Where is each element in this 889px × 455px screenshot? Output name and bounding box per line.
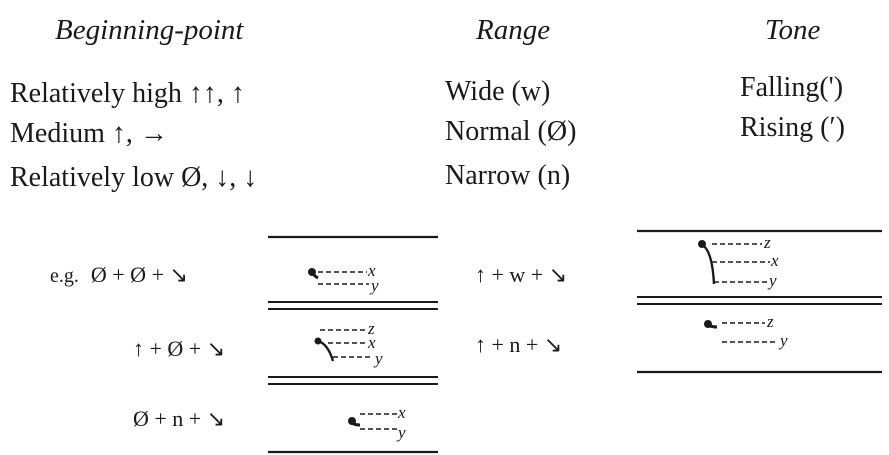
label-z: z <box>763 233 771 252</box>
label-y: y <box>373 349 383 368</box>
label-y: y <box>369 276 379 295</box>
example-formula-4: ↑ + w + ↘ <box>475 262 568 287</box>
pitch-contour <box>317 339 335 362</box>
contour-start-dot <box>348 417 356 425</box>
contour-start-dot <box>308 268 316 276</box>
beginning-point-medium: Medium ↑, → <box>10 118 168 149</box>
example-formula-3: Ø + n + ↘ <box>133 406 226 431</box>
header-range: Range <box>476 14 551 46</box>
label-y: y <box>778 331 788 350</box>
label-y: y <box>396 423 406 442</box>
label-z: z <box>766 312 774 331</box>
header-tone: Tone <box>765 14 821 46</box>
contour-start-dot <box>698 240 706 248</box>
label-x: x <box>367 261 376 280</box>
label-z: z <box>367 319 375 338</box>
contour-start-dot <box>314 337 322 345</box>
range-narrow: Narrow (n) <box>445 160 571 191</box>
example-formula-5: ↑ + n + ↘ <box>475 332 563 357</box>
header-beginning-point: Beginning-point <box>55 14 244 46</box>
formula-text: Ø + Ø + ↘ <box>90 262 188 287</box>
label-x: x <box>770 251 779 270</box>
eg-label: e.g. <box>50 265 79 287</box>
range-wide: Wide (w) <box>445 76 551 107</box>
range-normal: Normal (Ø) <box>445 116 577 147</box>
example-formula-1: e.g. Ø + Ø + ↘ <box>50 262 188 288</box>
label-x: x <box>397 403 406 422</box>
contour-start-dot <box>704 320 712 328</box>
tone-falling: Falling(') <box>740 72 844 103</box>
label-x: x <box>367 333 376 352</box>
beginning-point-high: Relatively high ↑↑, ↑ <box>10 78 245 109</box>
pitch-contour <box>699 242 716 285</box>
example-formula-2: ↑ + Ø + ↘ <box>133 336 226 361</box>
beginning-point-low: Relatively low Ø, ↓, ↓ <box>10 162 258 193</box>
label-y: y <box>767 271 777 290</box>
tone-rising: Rising (′) <box>740 112 845 143</box>
